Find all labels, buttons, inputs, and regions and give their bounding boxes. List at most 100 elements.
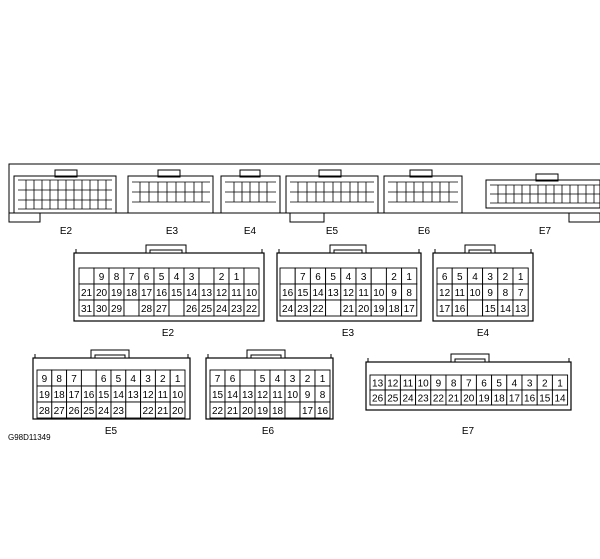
pin-number: 2 xyxy=(219,272,225,283)
pin-number: 11 xyxy=(272,390,283,401)
pin-number: 2 xyxy=(160,374,166,385)
overview-label-e7: E7 xyxy=(539,226,552,237)
connector-label: E5 xyxy=(105,426,118,437)
pin-number: 10 xyxy=(287,390,299,401)
pin-number: 5 xyxy=(260,374,266,385)
empty-pin-cavity xyxy=(325,299,342,317)
pin-number: 2 xyxy=(542,378,548,389)
pin-number: 18 xyxy=(494,393,506,404)
pin-number: 6 xyxy=(442,272,448,283)
pin-number: 3 xyxy=(527,378,533,389)
pin-number: 10 xyxy=(373,288,385,299)
pin-number: 26 xyxy=(372,393,384,404)
pin-number: 14 xyxy=(186,288,198,299)
locking-tab xyxy=(329,244,367,254)
pin-number: 20 xyxy=(96,288,108,299)
overview-label-e6: E6 xyxy=(418,226,431,237)
pin-number: 6 xyxy=(101,374,107,385)
pin-number: 17 xyxy=(404,304,416,315)
pin-number: 11 xyxy=(403,378,414,389)
pin-number: 5 xyxy=(330,272,336,283)
pin-number: 16 xyxy=(156,288,168,299)
pin-number: 19 xyxy=(39,390,51,401)
pin-number: 18 xyxy=(388,304,400,315)
pin-number: 27 xyxy=(54,406,66,417)
pin-number: 13 xyxy=(242,390,254,401)
locking-tab xyxy=(450,353,490,363)
locking-tab xyxy=(145,244,187,254)
pin-number: 10 xyxy=(469,288,481,299)
pin-number: 21 xyxy=(81,288,93,299)
pin-number: 17 xyxy=(439,304,451,315)
pin-number: 22 xyxy=(246,304,258,315)
pin-number: 17 xyxy=(302,406,314,417)
pin-number: 12 xyxy=(216,288,228,299)
pin-number: 10 xyxy=(246,288,258,299)
connector-label: E7 xyxy=(462,426,475,437)
empty-pin-cavity xyxy=(279,267,296,285)
pin-number: 17 xyxy=(141,288,153,299)
pin-number: 15 xyxy=(297,288,309,299)
pin-cell xyxy=(314,401,331,419)
pin-number: 9 xyxy=(305,390,311,401)
pin-number: 20 xyxy=(242,406,254,417)
pin-number: 6 xyxy=(315,272,321,283)
empty-pin-cavity xyxy=(168,299,185,317)
pin-number: 12 xyxy=(387,378,399,389)
pin-number: 23 xyxy=(297,304,309,315)
pin-number: 18 xyxy=(272,406,284,417)
pin-number: 20 xyxy=(463,393,475,404)
pin-number: 4 xyxy=(130,374,136,385)
pin-number: 9 xyxy=(42,374,48,385)
overview-socket-e6 xyxy=(383,169,463,214)
pin-number: 1 xyxy=(234,272,240,283)
pin-number: 23 xyxy=(418,393,430,404)
pin-number: 16 xyxy=(454,304,466,315)
pin-number: 2 xyxy=(305,374,311,385)
empty-pin-cavity xyxy=(123,299,140,317)
pin-number: 11 xyxy=(231,288,242,299)
pin-number: 7 xyxy=(215,374,221,385)
pin-number: 19 xyxy=(478,393,490,404)
pin-cell xyxy=(243,299,260,317)
pin-number: 24 xyxy=(98,406,110,417)
pin-number: 18 xyxy=(126,288,138,299)
pin-number: 22 xyxy=(312,304,324,315)
pin-number: 26 xyxy=(68,406,80,417)
pin-number: 8 xyxy=(320,390,326,401)
pin-number: 4 xyxy=(512,378,518,389)
pin-number: 10 xyxy=(172,390,184,401)
overview-socket-e2 xyxy=(13,169,117,214)
pin-number: 17 xyxy=(509,393,521,404)
pin-number: 10 xyxy=(418,378,430,389)
pin-number: 8 xyxy=(503,288,509,299)
pin-cell xyxy=(401,299,418,317)
overview-socket-e5 xyxy=(285,169,379,214)
pin-number: 13 xyxy=(372,378,384,389)
pin-number: 1 xyxy=(175,374,181,385)
pin-number: 24 xyxy=(216,304,228,315)
overview-socket-e3 xyxy=(127,169,214,214)
empty-pin-cavity xyxy=(239,369,256,387)
pin-number: 9 xyxy=(99,272,105,283)
pin-number: 3 xyxy=(290,374,296,385)
pin-number: 8 xyxy=(114,272,120,283)
pin-number: 21 xyxy=(448,393,460,404)
pin-number: 25 xyxy=(387,393,399,404)
pin-number: 4 xyxy=(346,272,352,283)
pin-number: 23 xyxy=(113,406,125,417)
pin-number: 31 xyxy=(81,304,93,315)
pin-number: 3 xyxy=(145,374,151,385)
pin-number: 25 xyxy=(201,304,213,315)
pin-number: 22 xyxy=(142,406,154,417)
pin-number: 7 xyxy=(518,288,524,299)
pin-number: 6 xyxy=(230,374,236,385)
pin-number: 30 xyxy=(96,304,108,315)
pin-number: 12 xyxy=(439,288,451,299)
